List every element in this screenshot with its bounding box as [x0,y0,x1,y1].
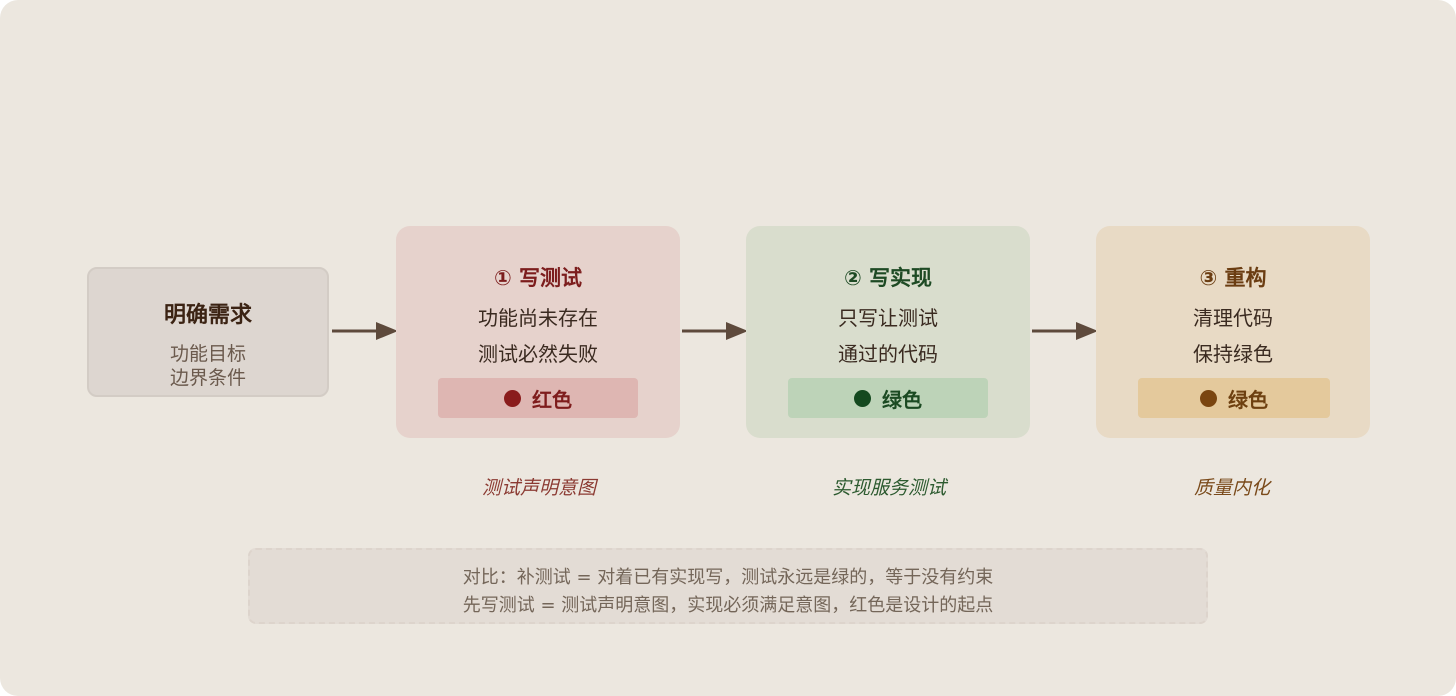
stage-write-test: ① 写测试 功能尚未存在 测试必然失败 红色 [396,226,680,438]
requirements-line-1: 功能目标 [169,343,246,365]
stage-title: ③ 重构 [1199,266,1267,290]
stage-line-1: 只写让测试 [838,306,938,330]
stage-write-implementation: ② 写实现 只写让测试 通过的代码 绿色 [746,226,1030,438]
comparison-line-2: 先写测试 = 测试声明意图，实现必须满足意图，红色是设计的起点 [462,595,994,616]
status-badge-red: 红色 [438,378,638,418]
comparison-note: 对比：补测试 = 对着已有实现写，测试永远是绿的，等于没有约束 先写测试 = 测… [248,548,1208,624]
requirements-line-2: 边界条件 [169,367,246,389]
requirements-title: 明确需求 [163,303,252,328]
red-dot-icon [504,389,521,407]
caption-write-test: 测试声明意图 [481,477,596,499]
stage-line-2: 测试必然失败 [478,342,598,366]
stage-title: ② 写实现 [843,266,933,290]
caption-write-implementation: 实现服务测试 [831,477,946,499]
stage-line-2: 保持绿色 [1193,342,1273,366]
arrow-start-to-write-test [332,322,398,340]
status-badge-green-amber: 绿色 [1138,378,1330,418]
requirements-box: 明确需求 功能目标 边界条件 [87,267,329,397]
stage-refactor: ③ 重构 清理代码 保持绿色 绿色 [1096,226,1370,438]
arrow-implement-to-refactor [1032,322,1098,340]
arrow-write-test-to-implement [682,322,748,340]
status-badge-label: 绿色 [882,387,922,412]
stage-line-1: 清理代码 [1193,306,1273,330]
green-dot-icon [854,389,871,407]
status-badge-label: 绿色 [1228,387,1268,412]
status-badge-green: 绿色 [788,378,988,418]
stage-line-2: 通过的代码 [838,342,938,366]
brown-dot-icon [1200,389,1217,407]
stage-line-1: 功能尚未存在 [478,306,598,330]
comparison-line-1: 对比：补测试 = 对着已有实现写，测试永远是绿的，等于没有约束 [462,567,994,588]
stage-title: ① 写测试 [493,266,583,290]
status-badge-label: 红色 [532,387,572,412]
caption-refactor: 质量内化 [1193,477,1270,499]
